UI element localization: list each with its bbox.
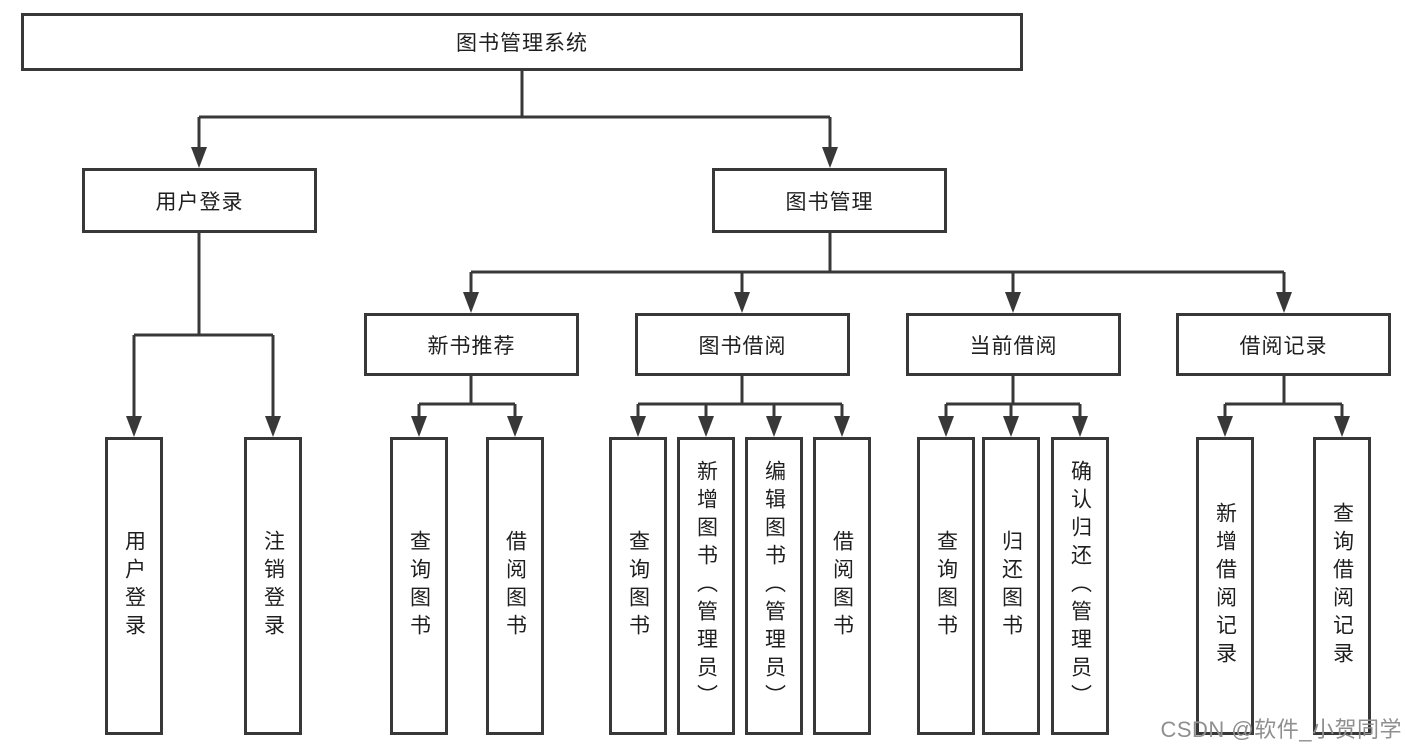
arrow-down-icon [126,416,142,437]
leaf-add-borrow-record-label: 新增借阅记录 [1213,502,1237,670]
leaf-edit-book-admin-label: 编辑图书（管理员） [762,460,786,712]
arrow-down-icon [1217,416,1233,437]
arrow-down-icon [834,416,850,437]
leaf-edit-book-admin: 编辑图书（管理员） [745,437,803,735]
leaf-query-books-label: 查询图书 [934,530,958,642]
node-book-management: 图书管理 [712,168,947,233]
leaf-add-book-admin: 新增图书（管理员） [677,437,735,735]
node-book-borrowing-label: 图书借阅 [698,334,787,358]
leaf-borrow-books: 借阅图书 [813,437,871,735]
arrow-down-icon [734,292,750,313]
leaf-add-book-admin-label: 新增图书（管理员） [694,460,718,712]
leaf-user-login-label: 用户登录 [122,530,146,642]
leaf-logout: 注销登录 [244,437,302,735]
leaf-borrow-books: 借阅图书 [486,437,544,735]
leaf-query-books: 查询图书 [609,437,667,735]
node-borrowing-records-label: 借阅记录 [1239,334,1328,358]
node-book-management-label: 图书管理 [785,190,874,214]
leaf-user-login: 用户登录 [105,437,163,735]
arrow-down-icon [463,292,479,313]
arrow-down-icon [507,416,523,437]
arrow-down-icon [411,416,427,437]
leaf-confirm-return-admin-label: 确认归还（管理员） [1068,460,1092,712]
arrow-down-icon [766,416,782,437]
leaf-return-books-label: 归还图书 [999,530,1023,642]
node-library-system-label: 图书管理系统 [456,32,588,55]
arrow-down-icon [265,416,281,437]
arrow-down-icon [822,147,838,168]
arrow-down-icon [1334,416,1350,437]
leaf-query-borrow-record-label: 查询借阅记录 [1330,502,1354,670]
arrow-down-icon [1072,416,1088,437]
leaf-logout-label: 注销登录 [261,530,285,642]
arrow-down-icon [1003,416,1019,437]
arrow-down-icon [191,147,207,168]
leaf-query-borrow-record: 查询借阅记录 [1313,437,1371,735]
node-user-login-label: 用户登录 [155,190,244,214]
leaf-return-books: 归还图书 [982,437,1040,735]
arrow-down-icon [630,416,646,437]
node-library-system: 图书管理系统 [21,13,1023,71]
node-new-book-recommendation: 新书推荐 [364,313,579,376]
arrowhead-icons [126,147,1350,437]
node-user-login: 用户登录 [82,168,317,233]
arrow-down-icon [938,416,954,437]
leaf-query-books: 查询图书 [917,437,975,735]
leaf-borrow-books-label: 借阅图书 [830,530,854,642]
node-current-borrowing-label: 当前借阅 [969,334,1058,358]
watermark-text: CSDN @软件_小贺同学 [1160,717,1402,742]
leaf-query-books-label: 查询图书 [407,530,431,642]
node-new-book-recommendation-label: 新书推荐 [427,334,516,358]
arrow-down-icon [1005,292,1021,313]
arrow-down-icon [1276,292,1292,313]
leaf-add-borrow-record: 新增借阅记录 [1196,437,1254,735]
node-borrowing-records: 借阅记录 [1176,313,1391,376]
leaf-borrow-books-label: 借阅图书 [503,530,527,642]
leaf-query-books: 查询图书 [390,437,448,735]
leaf-query-books-label: 查询图书 [626,530,650,642]
leaf-confirm-return-admin: 确认归还（管理员） [1051,437,1109,735]
arrow-down-icon [698,416,714,437]
node-current-borrowing: 当前借阅 [906,313,1121,376]
node-book-borrowing: 图书借阅 [635,313,850,376]
